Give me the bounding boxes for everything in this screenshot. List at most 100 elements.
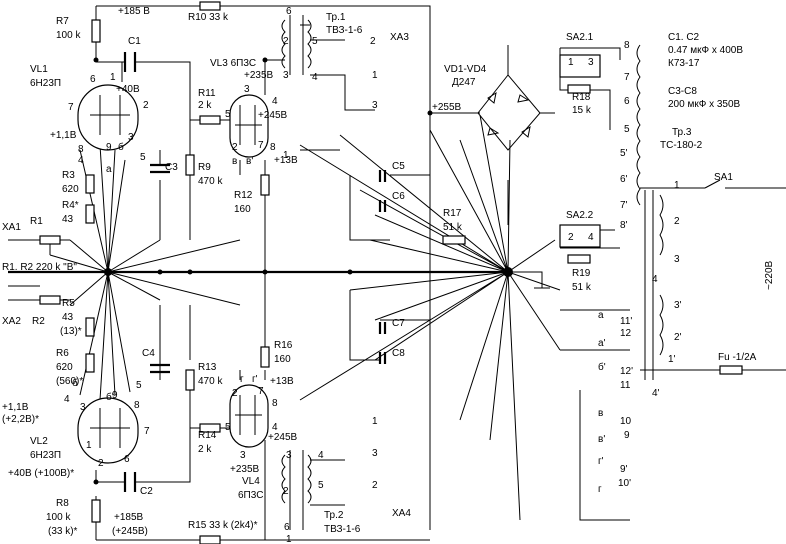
pin-label: 7 <box>144 426 150 437</box>
label-plus-235v-bot: +235В <box>230 464 260 475</box>
pin-label: а <box>598 310 604 321</box>
pin-label: 2 <box>674 216 680 227</box>
pin-label: 6 <box>90 74 96 85</box>
pin-label: 9 <box>106 142 112 153</box>
label-tr3: Тр.3 <box>672 127 692 138</box>
pin-label: 2' <box>674 332 682 343</box>
pin-label: 4 <box>272 96 278 107</box>
diode-bridge <box>477 74 541 151</box>
label-r5-alt: (13)* <box>60 326 82 337</box>
label-r4: R4* <box>62 200 79 211</box>
label-c8: C8 <box>392 348 405 359</box>
label-r8-value: 100 k <box>46 512 71 523</box>
label-tr1-type: ТВЗ-1-6 <box>326 25 363 36</box>
label-c38-spec: 200 мкФ х 350В <box>668 99 741 110</box>
pin-label: 5 <box>140 152 146 163</box>
label-r7: R7 <box>56 16 69 27</box>
pin-label: 4 <box>588 232 594 243</box>
label-r8-alt: (33 k)* <box>48 526 78 537</box>
label-plus-185v-bot: +185В <box>114 512 144 523</box>
label-plus-13v-top: +13В <box>274 155 298 166</box>
label-r18-value: 15 k <box>572 105 592 116</box>
pin-label: б <box>118 141 124 153</box>
pin-label: 3 <box>588 57 594 68</box>
label-c6: C6 <box>392 191 405 202</box>
label-r4-value: 43 <box>62 214 74 225</box>
label-xa2: ХА2 <box>2 316 21 327</box>
label-plus-245v-bot-paren: (+245В) <box>112 526 148 537</box>
pin-label: 1 <box>372 70 378 81</box>
label-r7-value: 100 k <box>56 30 81 41</box>
pin-label: 6 <box>624 96 630 107</box>
label-c12-spec: 0.47 мкФ х 400В <box>668 45 743 56</box>
label-r14: R14 <box>198 430 217 441</box>
pin-label: 8 <box>134 400 140 411</box>
label-r8: R8 <box>56 498 69 509</box>
label-c12-note: C1. C2 <box>668 32 700 43</box>
pin-label: 11 <box>620 380 631 391</box>
pin-label: 11' <box>620 316 632 327</box>
pin-label: 3 <box>674 254 680 265</box>
pin-label: г' <box>598 456 604 467</box>
label-r12-value: 160 <box>234 204 251 215</box>
pin-label: 10' <box>618 478 631 489</box>
pin-label: 5 <box>318 480 324 491</box>
label-r10: R10 33 k <box>188 12 229 23</box>
label-c1: C1 <box>128 36 141 47</box>
label-sa22: SA2.2 <box>566 210 594 221</box>
label-plus-13v-bot: +13В <box>270 376 294 387</box>
pin-label: 2 <box>283 36 289 47</box>
label-tr1: Тр.1 <box>326 12 346 23</box>
label-r9-value: 470 k <box>198 176 223 187</box>
pin-label: 4 <box>312 72 318 83</box>
pin-label: 2 <box>370 36 376 47</box>
pin-label: 2 <box>372 480 378 491</box>
pin-label: 2 <box>232 142 238 153</box>
pin-label: 8 <box>624 40 630 51</box>
pin-label: 1 <box>110 72 116 83</box>
pin-label: 3 <box>240 450 246 461</box>
label-r3-value: 620 <box>62 184 79 195</box>
pin-label: б' <box>106 391 114 403</box>
label-xa4: ХА4 <box>392 508 411 519</box>
label-plus-22v-bot: (+2,2В)* <box>2 414 39 425</box>
label-plus-235v-top: +235В <box>244 70 274 81</box>
pin-label: а' <box>598 338 606 349</box>
label-r3: R3 <box>62 170 75 181</box>
label-fuse: Fu -1/2A <box>718 352 757 363</box>
label-c2: C2 <box>140 486 153 497</box>
label-r11: R11 <box>198 88 216 99</box>
pin-label: г <box>240 374 244 385</box>
label-r15: R15 33 k (2k4)* <box>188 520 258 531</box>
pin-label: 2 <box>568 232 574 243</box>
pin-label: 9' <box>620 464 628 475</box>
pin-label: 3 <box>372 448 378 459</box>
pin-label: 1' <box>668 354 676 365</box>
label-r19-value: 51 k <box>572 282 592 293</box>
label-r17-value: 51 k <box>443 222 463 233</box>
label-mains: ~220В <box>764 260 775 290</box>
pin-label: б' <box>598 361 606 373</box>
label-r2: R2 <box>32 316 45 327</box>
label-c38-note: C3-C8 <box>668 86 697 97</box>
pin-label: 7 <box>68 102 74 113</box>
label-c5: C5 <box>392 161 405 172</box>
label-c12-type: К73-17 <box>668 58 700 69</box>
label-vl4: VL4 <box>242 476 260 487</box>
label-vl2: VL2 <box>30 436 48 447</box>
label-vl2-type: 6Н23П <box>30 450 61 461</box>
label-plus-255v: +255В <box>432 102 462 113</box>
pin-label: 1 <box>372 416 378 427</box>
pin-label: в <box>232 156 237 167</box>
label-vl4-type: 6П3С <box>238 490 264 501</box>
label-sa1: SA1 <box>714 172 733 183</box>
pin-label: 5 <box>136 380 142 391</box>
pin-label: 1 <box>568 57 574 68</box>
pin-label: 7 <box>258 140 264 151</box>
transformer-tr3 <box>636 44 664 380</box>
pin-label: 2 <box>143 100 149 111</box>
pin-label: 8' <box>620 220 628 231</box>
pin-label: 4 <box>78 155 84 166</box>
label-r13: R13 <box>198 362 217 373</box>
